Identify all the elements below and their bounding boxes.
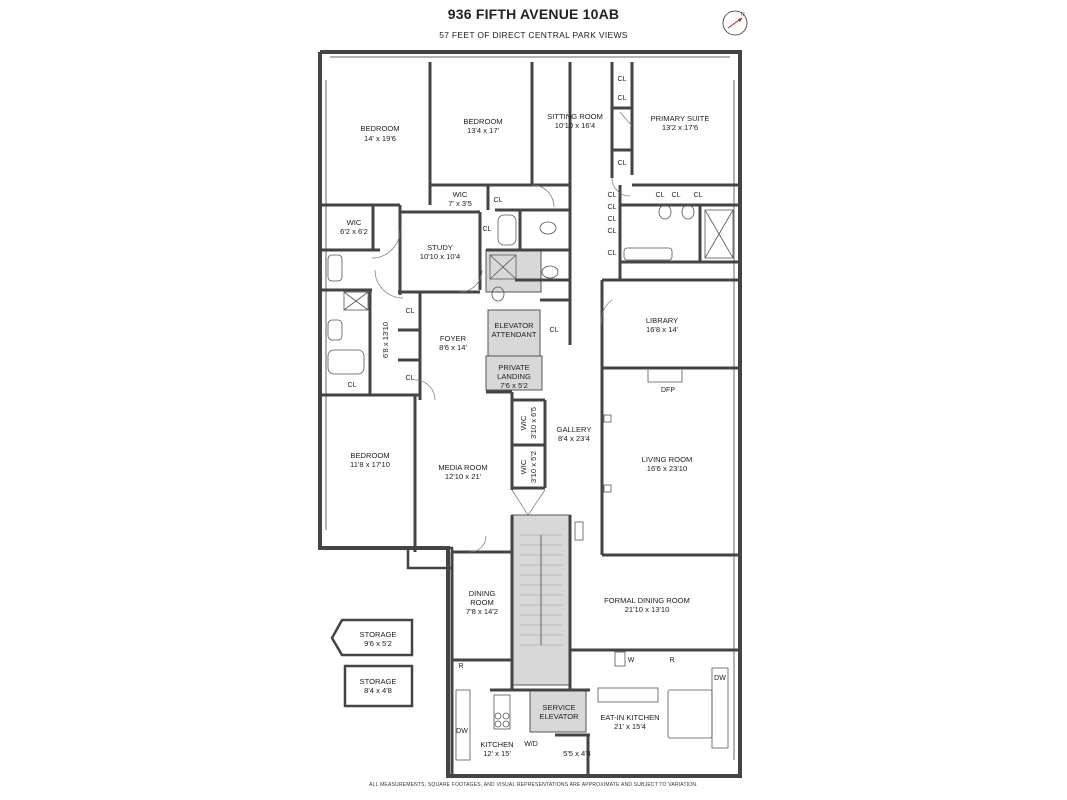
closet-label: CL <box>406 308 415 315</box>
closet-label: CL <box>694 192 703 199</box>
washer-dryer-label: W/D <box>524 741 538 748</box>
storage-2-dims: 8'4 x 4'8 <box>364 686 392 695</box>
closet-label: CL <box>608 204 617 211</box>
wic-1-name: WIC <box>453 190 468 199</box>
closet-label: CL <box>608 250 617 257</box>
refrigerator-label: R <box>669 657 674 664</box>
wic-1-dims: 7' x 3'5 <box>448 199 472 208</box>
room-labels: BEDROOM 14' x 19'6 BEDROOM 13'4 x 17' SI… <box>340 112 709 758</box>
storage-1-name: STORAGE <box>360 630 397 639</box>
bedroom-sw-dims: 11'8 x 17'10 <box>350 460 390 469</box>
dishwasher-label: DW <box>456 728 468 735</box>
fixtures <box>327 204 734 761</box>
study-dims: 10'10 x 10'4 <box>420 252 460 261</box>
wic-2-name: WIC <box>347 218 362 227</box>
dining-room-line1: DINING <box>469 589 496 598</box>
fireplace-label: DFP <box>661 387 675 394</box>
closet-label: CL <box>608 228 617 235</box>
primary-suite-dims: 13'2 x 17'6 <box>662 123 698 132</box>
dishwasher-label: DW <box>714 675 726 682</box>
plan-subtitle: 57 FEET OF DIRECT CENTRAL PARK VIEWS <box>439 30 628 40</box>
disclaimer: ALL MEASUREMENTS, SQUARE FOOTAGES, AND V… <box>369 782 698 788</box>
bedroom-nw-name: BEDROOM <box>360 124 399 133</box>
storage-1-dims: 9'6 x 5'2 <box>364 639 392 648</box>
windows <box>325 56 735 760</box>
bedroom-n-name: BEDROOM <box>463 117 502 126</box>
living-room-dims: 16'6 x 23'10 <box>647 464 687 473</box>
living-room-name: LIVING ROOM <box>642 455 693 464</box>
foyer-name: FOYER <box>440 334 467 343</box>
private-landing-line1: PRIVATE <box>498 363 529 372</box>
pantry-dims: 5'5 x 4'4 <box>563 749 591 758</box>
closet-label: CL <box>406 375 415 382</box>
private-landing-dims: 7'6 x 5'2 <box>500 381 528 390</box>
closet-label: CL <box>656 192 665 199</box>
storage-2-name: STORAGE <box>360 677 397 686</box>
refrigerator-label: R <box>458 663 463 670</box>
closet-label: CL <box>672 192 681 199</box>
service-elevator-line2: ELEVATOR <box>539 712 579 721</box>
closet-label: CL <box>348 382 357 389</box>
library-dims: 16'8 x 14' <box>646 325 679 334</box>
closet-label: CL <box>494 197 503 204</box>
fixture-labels: CL CL CL CL CL CL CL CL CL CL CL CL CL C… <box>348 76 727 748</box>
plan-title: 936 FIFTH AVENUE 10AB <box>447 6 620 22</box>
foyer-dims: 8'6 x 14' <box>439 343 467 352</box>
library-name: LIBRARY <box>646 316 678 325</box>
closet-label: CL <box>618 160 627 167</box>
bedroom-nw-dims: 14' x 19'6 <box>364 134 396 143</box>
closet-label: CL <box>608 192 617 199</box>
compass-label: N <box>741 12 745 18</box>
formal-dining-room-name: FORMAL DINING ROOM <box>604 596 690 605</box>
balcony-ledge <box>406 546 454 570</box>
exterior-walls <box>318 50 742 778</box>
service-elevator-line1: SERVICE <box>542 703 575 712</box>
elevator-attendant-line1: ELEVATOR <box>494 321 534 330</box>
eat-in-kitchen-name: EAT-IN KITCHEN <box>600 713 659 722</box>
gallery-dims: 8'4 x 23'4 <box>558 434 590 443</box>
gallery-name: GALLERY <box>557 425 592 434</box>
bedroom-sw-name: BEDROOM <box>350 451 389 460</box>
closet-label: CL <box>483 226 492 233</box>
private-landing-line2: LANDING <box>497 372 531 381</box>
storage-boxes <box>330 618 414 708</box>
closet-label: CL <box>608 216 617 223</box>
compass-icon: N <box>722 10 748 36</box>
elevator-attendant-line2: ATTENDANT <box>492 330 537 339</box>
interior-walls <box>320 62 740 776</box>
sitting-room-name: SITTING ROOM <box>547 112 603 121</box>
wic-3-dims: 3'10 x 6'5 <box>529 407 538 439</box>
eat-in-kitchen-dims: 21' x 15'4 <box>614 722 646 731</box>
kitchen-name: KITCHEN <box>480 740 513 749</box>
washer-label: W <box>628 657 635 664</box>
closet-label: CL <box>618 76 627 83</box>
primary-suite-name: PRIMARY SUITE <box>651 114 710 123</box>
door-swings <box>371 111 633 553</box>
dining-room-line2: ROOM <box>470 598 494 607</box>
study-name: STUDY <box>427 243 453 252</box>
wic-3-name: WIC <box>519 415 528 430</box>
hall-dims: 6'8 x 13'10 <box>381 322 390 358</box>
media-room-name: MEDIA ROOM <box>438 463 487 472</box>
media-room-dims: 12'10 x 21' <box>445 472 482 481</box>
wic-2-dims: 6'2 x 6'2 <box>340 227 368 236</box>
stair-treads <box>520 534 562 646</box>
kitchen-dims: 12' x 15' <box>483 749 511 758</box>
sitting-room-dims: 10'10 x 16'4 <box>555 121 595 130</box>
bedroom-n-dims: 13'4 x 17' <box>467 126 500 135</box>
dining-room-dims: 7'8 x 14'2 <box>466 607 498 616</box>
closet-label: CL <box>550 327 559 334</box>
formal-dining-room-dims: 21'10 x 13'10 <box>625 605 670 614</box>
closet-label: CL <box>618 95 627 102</box>
wic-4-dims: 3'10 x 5'2 <box>529 451 538 483</box>
wic-4-name: WIC <box>519 459 528 474</box>
